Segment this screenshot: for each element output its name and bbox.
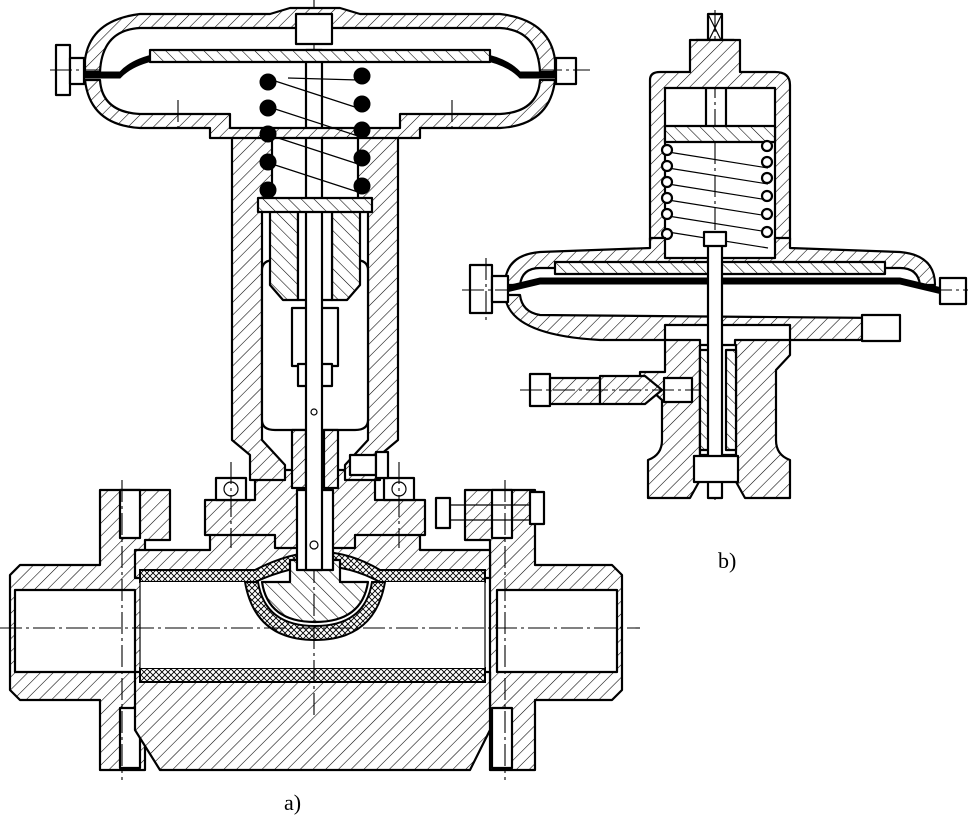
diaphragm-housing: [50, 6, 590, 140]
side-valve: [520, 372, 700, 408]
caption-a: a): [284, 790, 302, 815]
regulator-body: [638, 338, 702, 500]
view-b: [462, 10, 968, 500]
spring: [256, 67, 374, 214]
view-a: [0, 0, 640, 780]
caption-b: b): [718, 548, 737, 573]
regulator-spring: [660, 139, 774, 249]
